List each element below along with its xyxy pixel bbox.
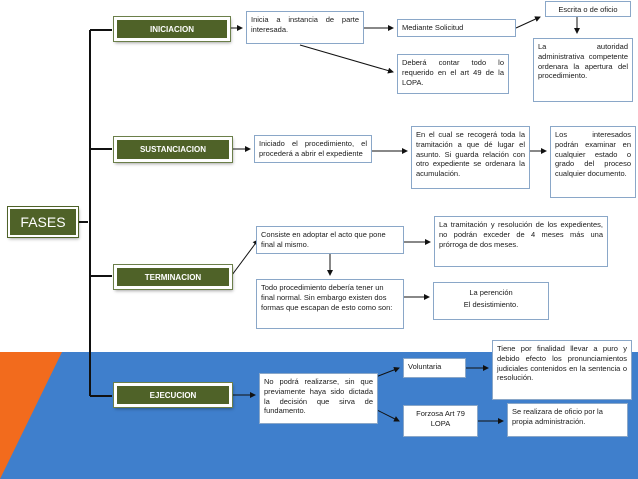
node-autoridad-competente: La autoridad administrativa competente o… <box>533 38 633 102</box>
node-iniciado-procedimiento: Iniciado el procedimiento, el procederá … <box>254 135 372 163</box>
phase-terminacion: TERMINACION <box>113 264 233 290</box>
node-no-podra-realizarse: No podrá realizarse, sin que previamente… <box>259 373 378 424</box>
node-inicia-instancia: Inicia a instancia de parte interesada. <box>246 11 364 44</box>
phase-iniciacion: INICIACION <box>113 16 231 42</box>
node-voluntaria: Voluntaria <box>403 358 466 378</box>
node-mediante-solicitud: Mediante Solicitud <box>397 19 516 37</box>
node-realizara-oficio: Se realizara de oficio por la propia adm… <box>507 403 628 437</box>
label-desistimiento: El desistimiento. <box>463 300 519 309</box>
node-recogera-tramitacion: En el cual se recogerá toda la tramitaci… <box>411 126 530 189</box>
node-escrita-oficio: Escrita o de oficio <box>545 1 631 17</box>
node-tiene-finalidad: Tiene por finalidad llevar a puro y debi… <box>492 340 632 400</box>
node-tramitacion-resolucion: La tramitación y resolución de los exped… <box>434 216 608 267</box>
phase-sustanciacion: SUSTANCIACION <box>113 136 233 163</box>
phase-sustanciacion-label: SUSTANCIACION <box>139 145 207 154</box>
phase-ejecucion-label: EJECUCION <box>149 390 197 400</box>
node-consiste-adoptar: Consiste en adoptar el acto que pone fin… <box>256 226 404 254</box>
node-forzosa-lopa: Forzosa Art 79 LOPA <box>403 405 478 437</box>
node-todo-procedimiento: Todo procedimiento debería tener un fina… <box>256 279 404 329</box>
phase-ejecucion: EJECUCION <box>113 382 233 408</box>
phase-iniciacion-label: INICIACION <box>150 24 194 34</box>
node-interesados-examinar: Los interesados podrán examinar en cualq… <box>550 126 636 198</box>
root-fases: FASES <box>7 206 79 238</box>
node-debera-contar: Deberá contar todo lo requerido en el ar… <box>397 54 509 94</box>
node-perencion-desistimiento: La perención El desistimiento. <box>433 282 549 320</box>
root-fases-label: FASES <box>20 214 66 230</box>
background-orange-corner <box>0 352 62 479</box>
label-perencion: La perención <box>469 288 513 297</box>
phase-terminacion-label: TERMINACION <box>144 272 202 282</box>
